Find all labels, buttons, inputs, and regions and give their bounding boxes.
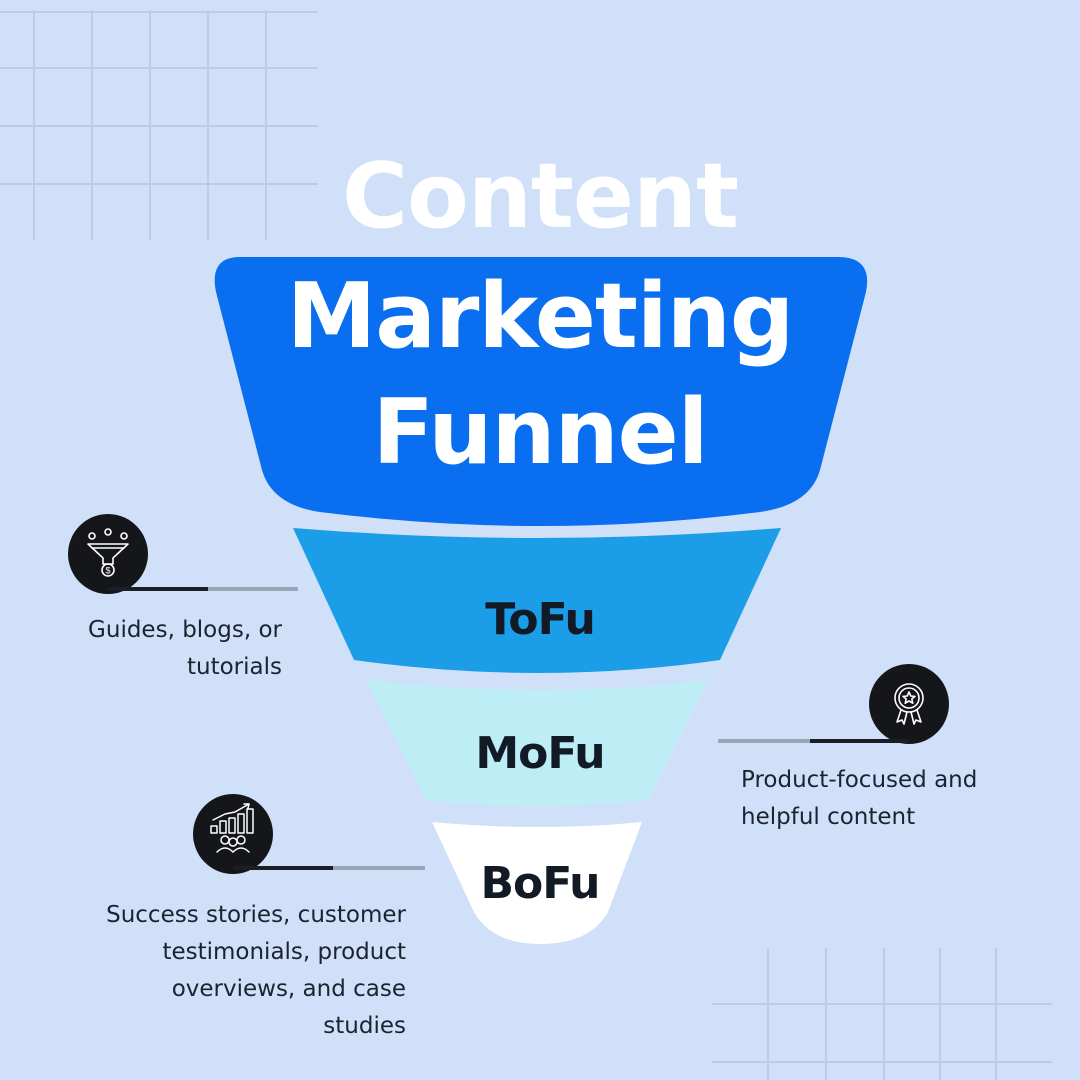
mofu-description: Product-focused and helpful content — [741, 762, 1041, 836]
mofu-connector-line — [718, 739, 908, 743]
title-line-3: Funnel — [372, 380, 708, 485]
bofu-badge — [193, 794, 273, 874]
bofu-description-line-3: overviews, and case — [171, 976, 406, 1002]
mofu-description-line-1: Product-focused and — [741, 767, 978, 793]
funnel-top-section — [214, 257, 868, 526]
title-line-1: Content — [341, 144, 739, 249]
tofu-description-line-1: Guides, blogs, or — [88, 617, 282, 643]
bofu-connector-line — [233, 866, 425, 870]
growth-chart-people-icon — [210, 803, 254, 853]
bofu-description: Success stories, customer testimonials, … — [60, 897, 406, 1045]
tofu-connector-line — [108, 587, 298, 591]
title-line-2: Marketing — [286, 264, 795, 369]
funnel-tofu-section — [293, 528, 781, 673]
bofu-description-line-2: testimonials, product — [162, 939, 406, 965]
stage-label-tofu: ToFu — [485, 594, 596, 645]
funnel-mofu-section — [366, 680, 708, 806]
funnel-bofu-section — [432, 822, 642, 944]
svg-text:$: $ — [105, 566, 110, 576]
tofu-badge: $ — [68, 514, 148, 594]
stage-label-mofu: MoFu — [475, 728, 605, 779]
tofu-description-line-2: tutorials — [187, 654, 282, 680]
bofu-description-line-4: studies — [323, 1013, 406, 1039]
stage-label-bofu: BoFu — [480, 858, 601, 909]
mofu-description-line-2: helpful content — [741, 804, 916, 830]
tofu-description: Guides, blogs, or tutorials — [40, 612, 282, 686]
funnel-dollar-icon: $ — [87, 528, 129, 577]
bofu-description-line-1: Success stories, customer — [106, 902, 406, 928]
award-badge-icon — [894, 683, 924, 725]
mofu-badge — [869, 664, 949, 744]
